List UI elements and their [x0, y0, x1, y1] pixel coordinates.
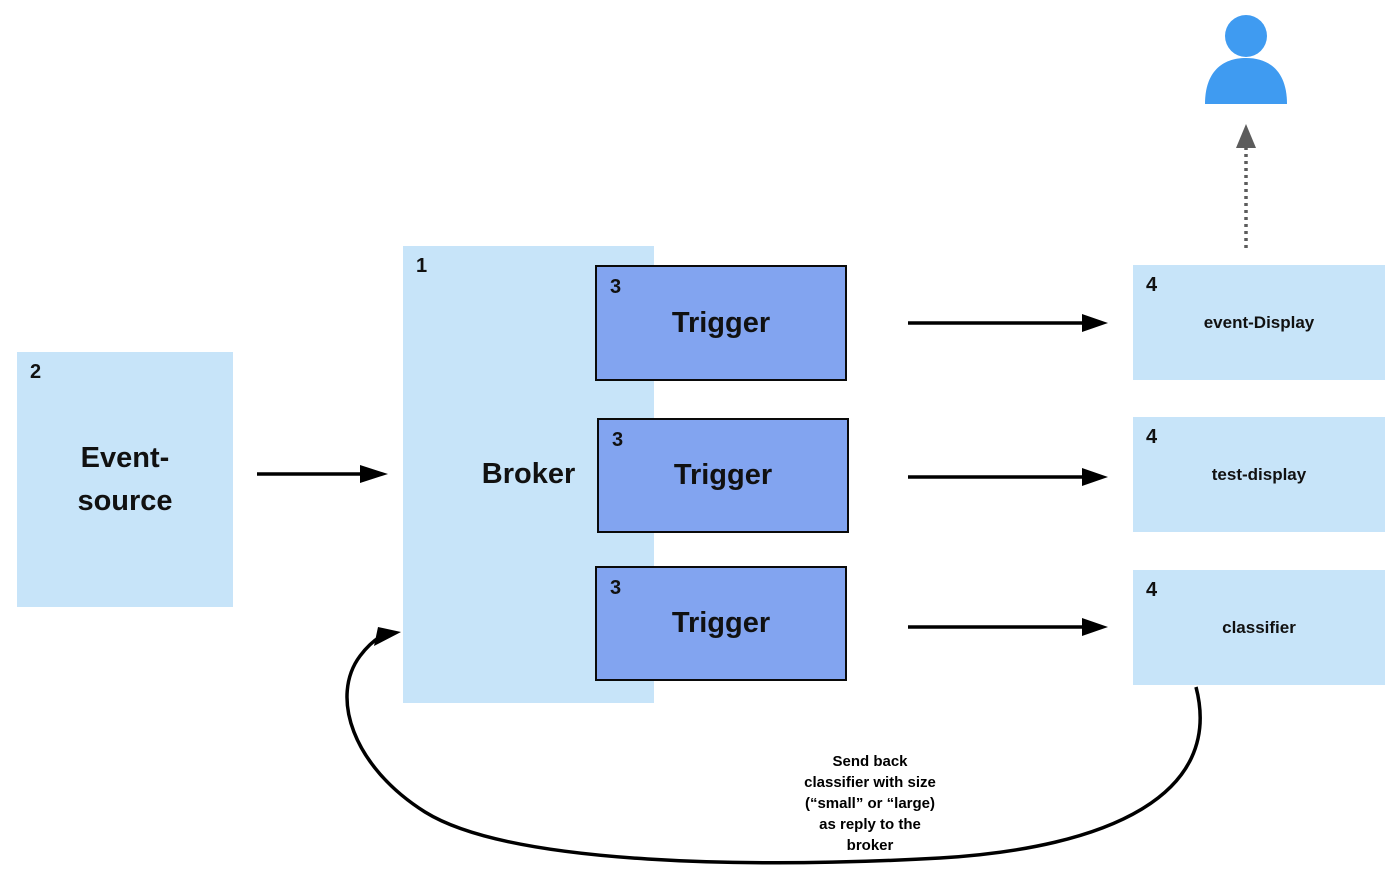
trigger-node-1: 3 Trigger [595, 265, 847, 381]
trigger-3-label: Trigger [671, 607, 771, 640]
arrow-event-source-to-broker [257, 465, 388, 483]
test-display-number: 4 [1146, 426, 1158, 448]
trigger-2-number: 3 [612, 429, 624, 451]
reply-annotation: Send back classifier with size (“small” … [804, 753, 936, 854]
test-display-label: test-display [1211, 464, 1307, 484]
arrow-event-display-to-user [1236, 124, 1256, 248]
trigger-node-2: 3 Trigger [597, 418, 849, 533]
event-source-number: 2 [30, 361, 42, 383]
trigger-3-number: 3 [610, 577, 622, 599]
service-node-test-display: 4 test-display [1133, 417, 1385, 532]
classifier-number: 4 [1146, 579, 1158, 601]
service-node-classifier: 4 classifier [1133, 570, 1385, 685]
event-display-number: 4 [1146, 274, 1158, 296]
broker-label: Broker [481, 458, 576, 491]
classifier-label: classifier [1222, 617, 1296, 637]
arrow-trigger2-to-test-display [908, 468, 1108, 486]
service-node-event-display: 4 event-Display [1133, 265, 1385, 380]
trigger-1-number: 3 [610, 276, 622, 298]
broker-number: 1 [416, 255, 428, 277]
event-source-node: 2 Event- source [17, 352, 233, 607]
arrow-trigger1-to-event-display [908, 314, 1108, 332]
trigger-2-label: Trigger [673, 459, 773, 492]
user-icon [1205, 15, 1287, 104]
arrow-trigger3-to-classifier [908, 618, 1108, 636]
trigger-1-label: Trigger [671, 306, 771, 339]
trigger-node-3: 3 Trigger [595, 566, 847, 681]
event-source-label: Event- source [77, 442, 173, 517]
event-display-label: event-Display [1203, 312, 1315, 332]
